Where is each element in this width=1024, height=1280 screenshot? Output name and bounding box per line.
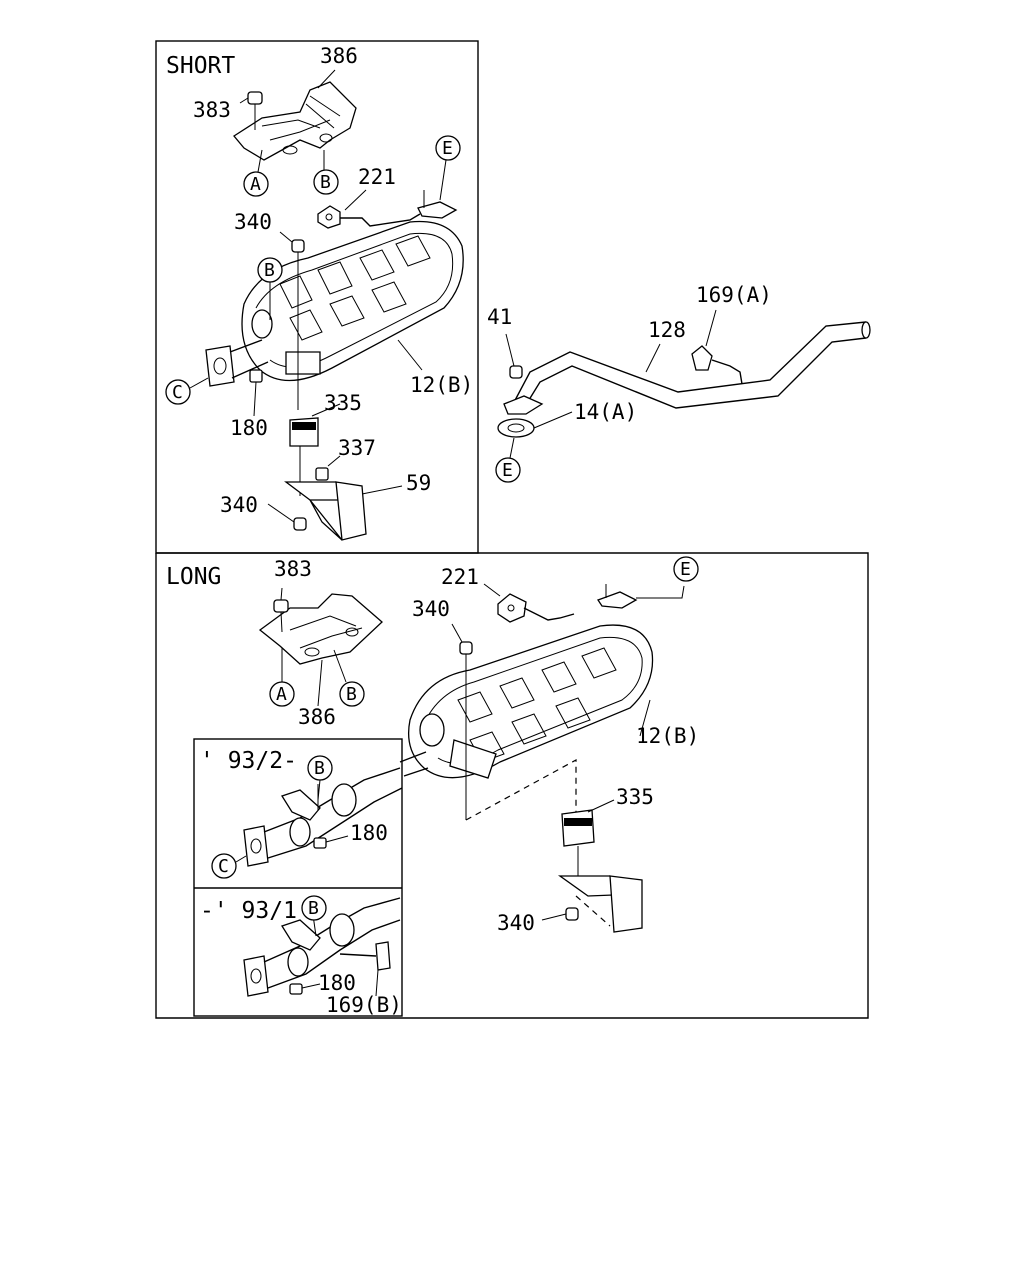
- variant-late-pipe: [243, 767, 403, 867]
- callout-b-short-letter: B: [320, 172, 331, 193]
- callout-b-long-letter: B: [346, 684, 357, 705]
- callout-e-tail: E: [495, 457, 521, 483]
- long-nut-383: [273, 587, 289, 633]
- long-mount-dashline: [465, 758, 577, 821]
- label-180-early: 180: [318, 971, 356, 995]
- label-340-short-upper: 340: [234, 210, 272, 234]
- label-386-long: 386: [298, 705, 336, 729]
- short-heat-shield: [233, 81, 357, 161]
- short-inlet-flange: [205, 339, 269, 387]
- callout-a-long-letter: A: [276, 684, 287, 705]
- label-340-long-lower: 340: [497, 911, 535, 935]
- long-bracket: [557, 875, 643, 933]
- callout-c-short-letter: C: [172, 382, 183, 403]
- tail-pipe-128: [511, 321, 871, 409]
- long-hanger-221: [483, 583, 575, 623]
- long-front-pipe: [399, 751, 429, 777]
- callout-a-long: A: [269, 681, 295, 707]
- label-340-short-lower: 340: [220, 493, 258, 517]
- long-heat-shield: [258, 593, 383, 665]
- label-337-short: 337: [338, 436, 376, 460]
- label-383-long: 383: [274, 557, 312, 581]
- label-128: 128: [648, 318, 686, 342]
- label-12b-short: 12(B): [410, 373, 473, 397]
- long-mount-335: [561, 799, 615, 880]
- callout-c-short: C: [165, 377, 209, 405]
- short-bolt-180: [249, 369, 263, 417]
- callout-a-short: A: [243, 171, 269, 197]
- section-title-short: SHORT: [166, 53, 235, 79]
- callout-b-short-muffler: B: [257, 257, 283, 320]
- variant-title-late: ' 93/2-: [200, 748, 297, 774]
- short-nut-340-upper: [279, 231, 305, 410]
- short-nut-340-lower: [267, 503, 307, 531]
- callout-e-tail-letter: E: [502, 460, 513, 481]
- callout-c-late-letter: C: [218, 856, 229, 877]
- tail-pipe-flange: [503, 395, 544, 415]
- label-383-short: 383: [193, 98, 231, 122]
- callout-b-late-letter: B: [314, 758, 325, 779]
- label-59-short: 59: [406, 471, 431, 495]
- label-169a: 169(A): [696, 283, 772, 307]
- label-335-short: 335: [324, 391, 362, 415]
- callout-b-short: B: [313, 169, 339, 195]
- hanger-169a: [691, 309, 743, 385]
- callout-e-long: E: [673, 556, 699, 582]
- callout-b-early-letter: B: [308, 898, 319, 919]
- callout-b-early: B: [301, 895, 327, 921]
- label-169b: 169(B): [326, 993, 402, 1017]
- short-outlet-flange: [417, 159, 458, 219]
- label-14a: 14(A): [574, 400, 637, 424]
- short-nut-383: [239, 91, 263, 130]
- label-340-long-upper: 340: [412, 597, 450, 621]
- short-bracket-59: [284, 481, 403, 541]
- short-mount-335: [289, 403, 341, 496]
- callout-b-long: B: [339, 681, 365, 707]
- long-outlet-flange: [597, 584, 685, 609]
- callout-e-long-letter: E: [680, 559, 691, 580]
- section-frames: [155, 40, 869, 1019]
- callouts: A B E B C E A B: [165, 135, 699, 921]
- gasket-14a: [497, 411, 573, 459]
- callout-e-short: E: [435, 135, 461, 161]
- label-386-short: 386: [320, 44, 358, 68]
- label-335-long: 335: [616, 785, 654, 809]
- label-41: 41: [487, 305, 512, 329]
- short-hanger-221: [317, 189, 421, 229]
- callout-a-short-letter: A: [250, 174, 261, 195]
- label-12b-long: 12(B): [636, 724, 699, 748]
- long-muffler: [407, 624, 654, 779]
- callout-e-short-letter: E: [442, 138, 453, 159]
- long-nut-340-upper: [451, 623, 473, 820]
- part-labels: 386 383 221 340 12(B) 180 335 337 59 340…: [193, 44, 772, 1017]
- callout-b-late: B: [307, 755, 333, 801]
- long-section-frame: [155, 552, 869, 1019]
- short-bolt-337: [315, 455, 341, 481]
- label-221-long: 221: [441, 565, 479, 589]
- section-title-long: LONG: [166, 564, 221, 590]
- variant-early-pipe: [243, 897, 401, 997]
- label-180-late: 180: [350, 821, 388, 845]
- label-221-short: 221: [358, 165, 396, 189]
- callout-c-late: C: [211, 853, 247, 879]
- variant-title-early: -' 93/1: [200, 898, 297, 924]
- long-nut-340-lower: [541, 907, 579, 921]
- callout-b-short-muffler-letter: B: [264, 260, 275, 281]
- variant-inset-frame: [193, 738, 403, 1017]
- nut-41: [505, 333, 523, 379]
- label-180-short: 180: [230, 416, 268, 440]
- short-muffler: [241, 220, 464, 382]
